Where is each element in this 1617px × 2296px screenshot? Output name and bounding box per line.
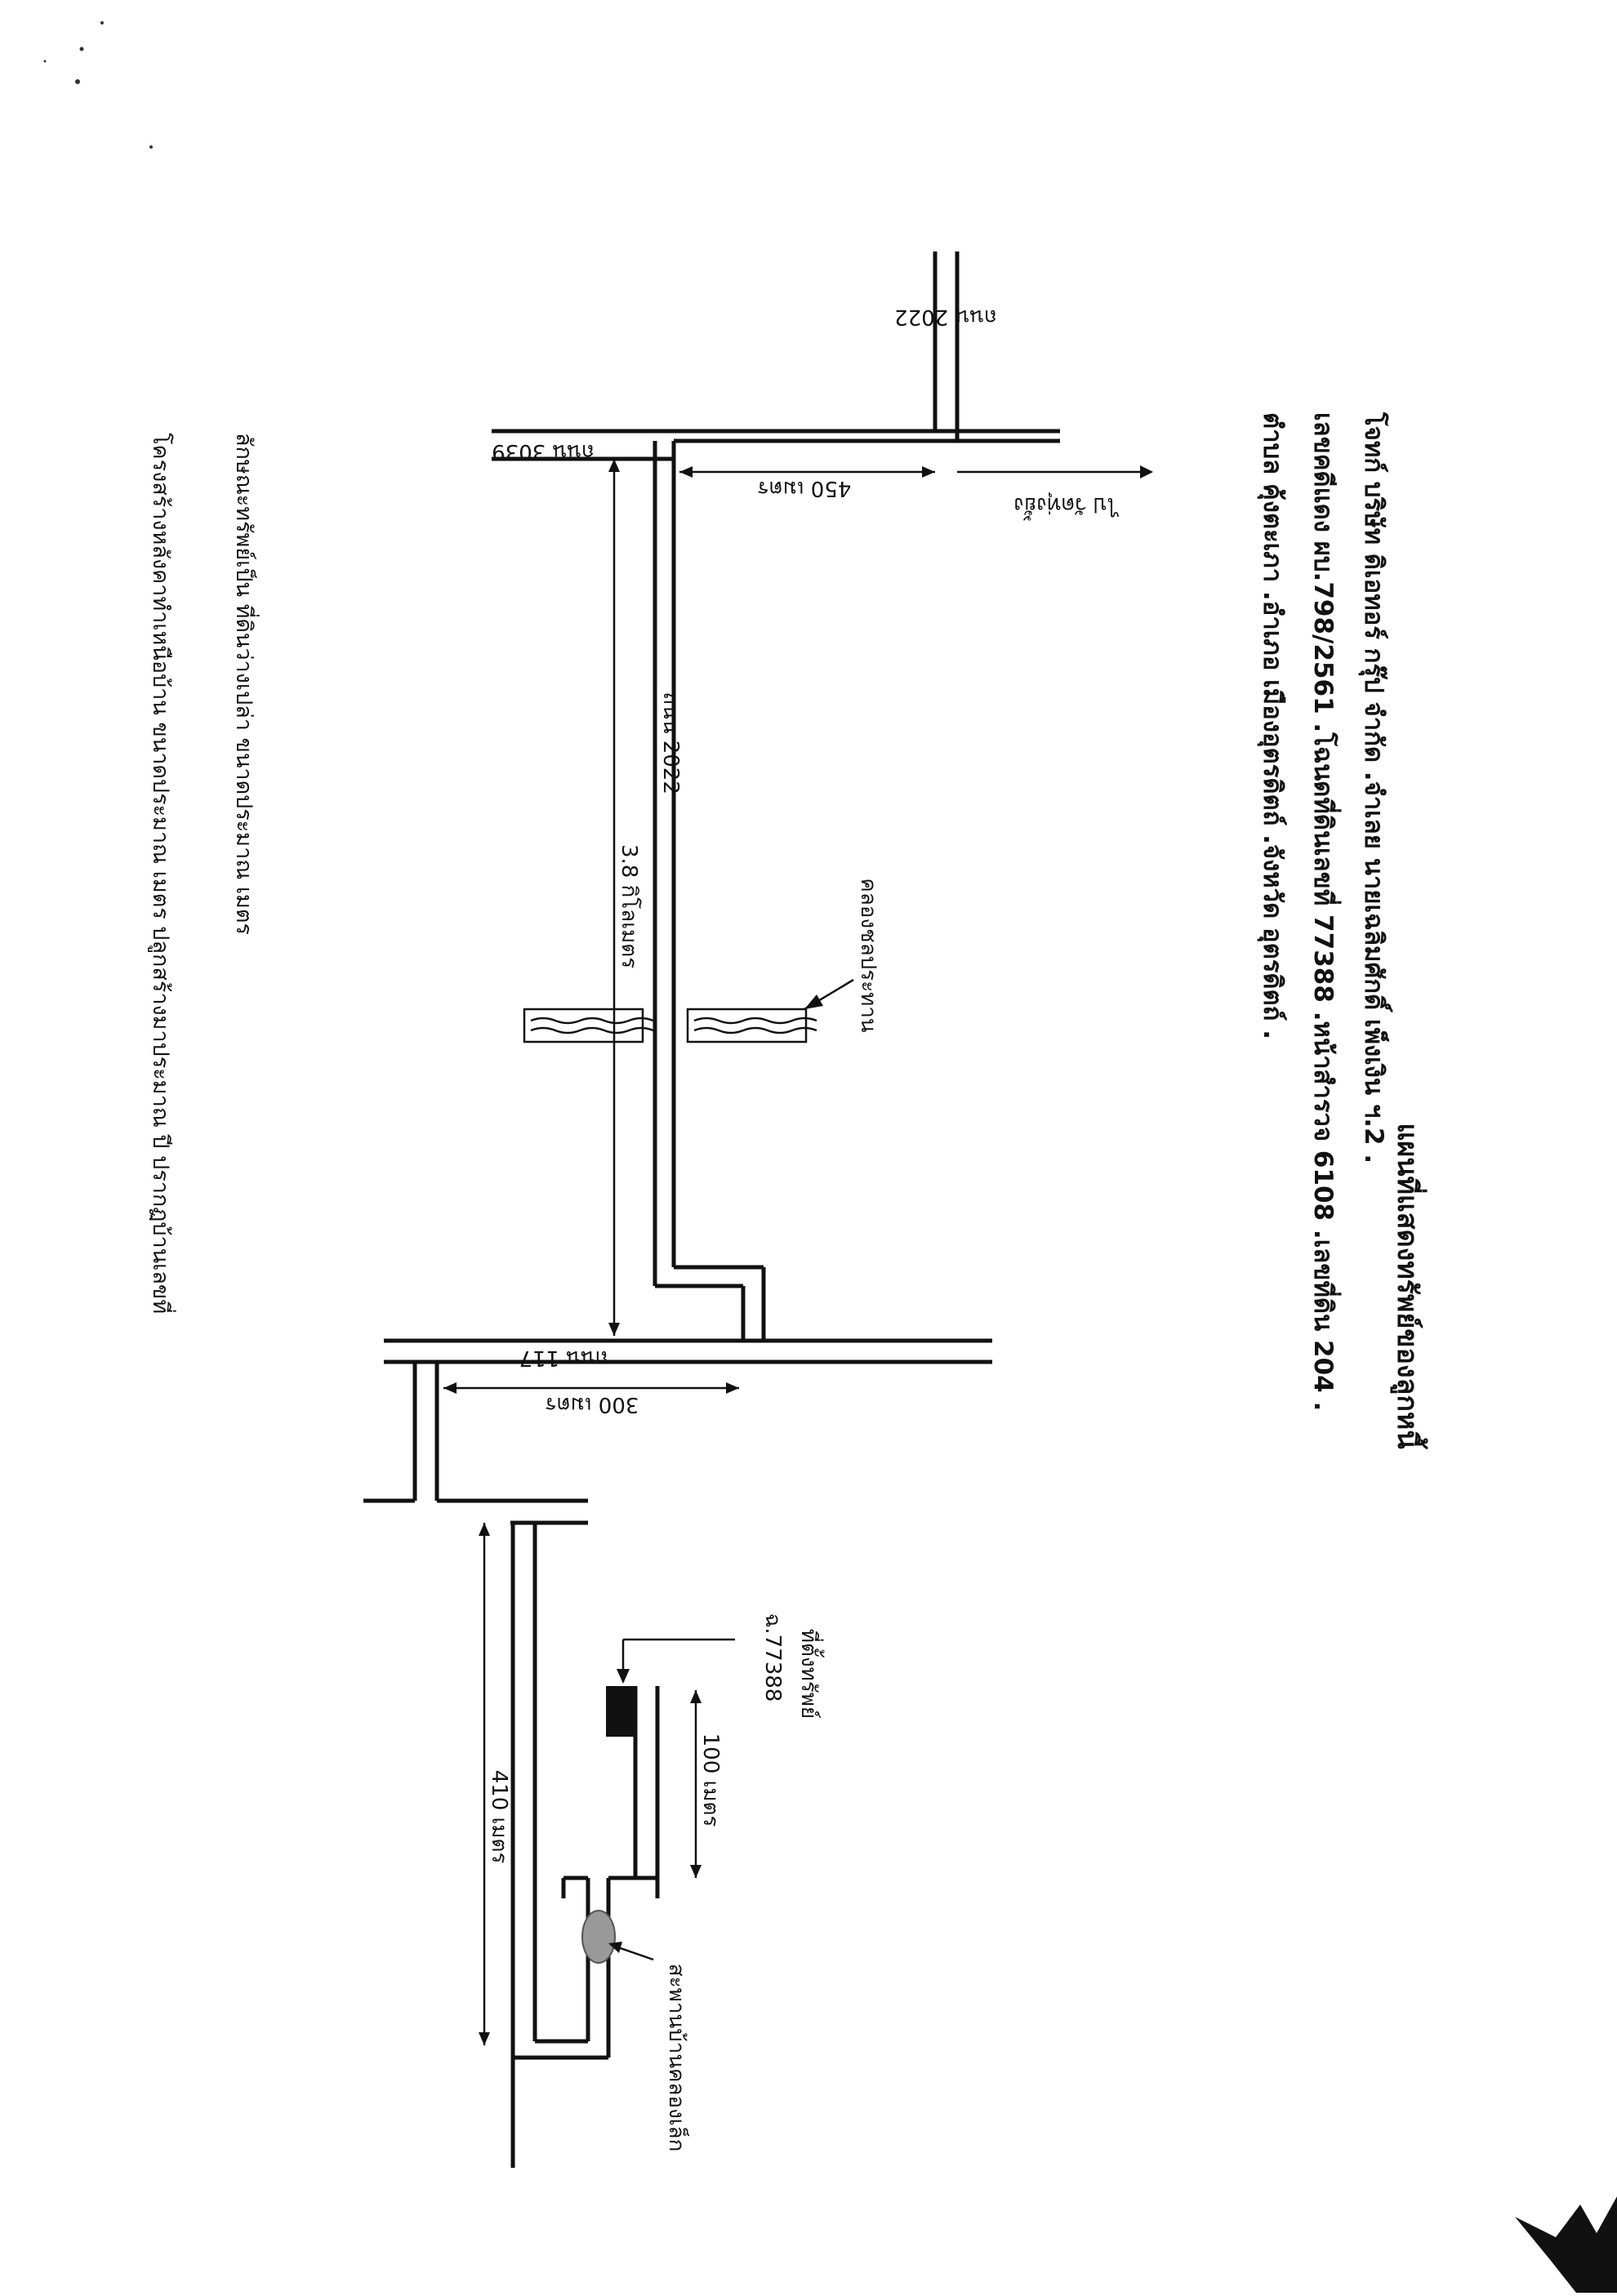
property-marker xyxy=(606,1686,637,1737)
footer-property-desc: ลักษณะทรัพย์เป็น ที่ดินว่างเปล่า ขนาดประ… xyxy=(231,433,260,935)
label-road-117: ถนน 117 xyxy=(519,1346,608,1370)
map-labels: ถนน 2022 ถนน 3039 ไป วัดทุ่งยั้ง 450 เมต… xyxy=(487,305,1120,2151)
header-line-case: เลขคดีแดง ผบ.798/2561 .โฉนดที่ดินเลขที่ … xyxy=(1308,412,1342,1411)
label-road-3039: ถนน 3039 xyxy=(492,439,595,464)
scan-specks xyxy=(43,21,153,149)
footer-block: ลักษณะทรัพย์เป็น ที่ดินว่างเปล่า ขนาดประ… xyxy=(148,433,260,1314)
label-bridge: สะพานบ้านคลองเล็ก xyxy=(664,1964,690,2151)
label-dist-450: 450 เมตร xyxy=(758,476,852,501)
label-road-2022-mid: ถนน 2022 xyxy=(658,692,683,794)
label-deed-no: ฉ.77388 xyxy=(760,1613,785,1702)
map-title: แผนที่แสดงทรัพย์ของลูกหนี้ xyxy=(1390,1123,1428,1449)
footer-building-desc: โครงสร้างหลังคาทำเหนือบ้าน ขนาดประมาณ เม… xyxy=(148,433,176,1314)
label-property: ที่ตั้งทรัพย์ xyxy=(796,1629,825,1719)
header-block: แผนที่แสดงทรัพย์ของลูกหนี้ โจทก์ บริษัท … xyxy=(1257,412,1428,1449)
label-canal: คลองชลประทาน xyxy=(856,878,880,1032)
label-dist-410: 410 เมตร xyxy=(487,1770,511,1864)
label-dist-300: 300 เมตร xyxy=(546,1392,639,1417)
road-network xyxy=(363,251,1060,2168)
label-dist-100: 100 เมตร xyxy=(698,1733,723,1827)
label-road-2022-top: ถนน 2022 xyxy=(894,305,997,329)
label-to-village: ไป วัดทุ่งยั้ง xyxy=(1013,492,1119,521)
label-dist-3-8: 3.8 กิโลเมตร xyxy=(617,844,642,968)
scan-corner-artifact xyxy=(1515,2196,1617,2293)
header-line-plaintiff: โจทก์ บริษัท ดิเอทอร์ กรุ๊ป จำกัด .จำเลย… xyxy=(1358,412,1393,1164)
header-line-location: ตำบล คุ้งตะเภา .อำเภอ เมืองอุตรดิตถ์ .จั… xyxy=(1257,412,1287,1039)
canal xyxy=(523,978,854,1043)
bridge-icon xyxy=(581,1910,616,1964)
dimension-lines xyxy=(443,459,1153,2045)
